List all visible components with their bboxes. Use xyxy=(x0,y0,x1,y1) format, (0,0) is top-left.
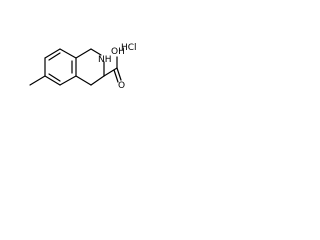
structure-canvas: NH HCl OH O xyxy=(0,0,152,152)
label-oh: OH xyxy=(111,47,125,57)
bond-alpha-carboxyl xyxy=(103,67,118,77)
bond-c5-c6 xyxy=(44,75,61,86)
label-o: O xyxy=(118,81,125,91)
bond-c3-ch2-top xyxy=(75,48,92,59)
carboxyl-group xyxy=(103,56,122,83)
bond-c-o-double-2 xyxy=(113,69,119,83)
bond-c4-c5 xyxy=(59,75,77,86)
bond-c4-ring xyxy=(75,75,92,86)
double-bond-inner-1 xyxy=(48,52,61,61)
label-hcl: HCl xyxy=(121,43,137,53)
bond-c2-c3 xyxy=(59,48,77,59)
molecule-drawing: NH HCl OH O xyxy=(29,43,137,91)
methyl-bond xyxy=(29,75,46,86)
label-nh: NH xyxy=(98,55,112,65)
bond-c3prime-c4 xyxy=(90,75,105,86)
bond-c-o-double-1 xyxy=(116,67,122,81)
bond-c1-c2 xyxy=(44,48,61,59)
bond-ch2-n xyxy=(90,48,102,56)
double-bond-inner-3 xyxy=(48,73,61,82)
piperidine-ring xyxy=(75,48,105,86)
benzene-ring xyxy=(44,48,77,86)
